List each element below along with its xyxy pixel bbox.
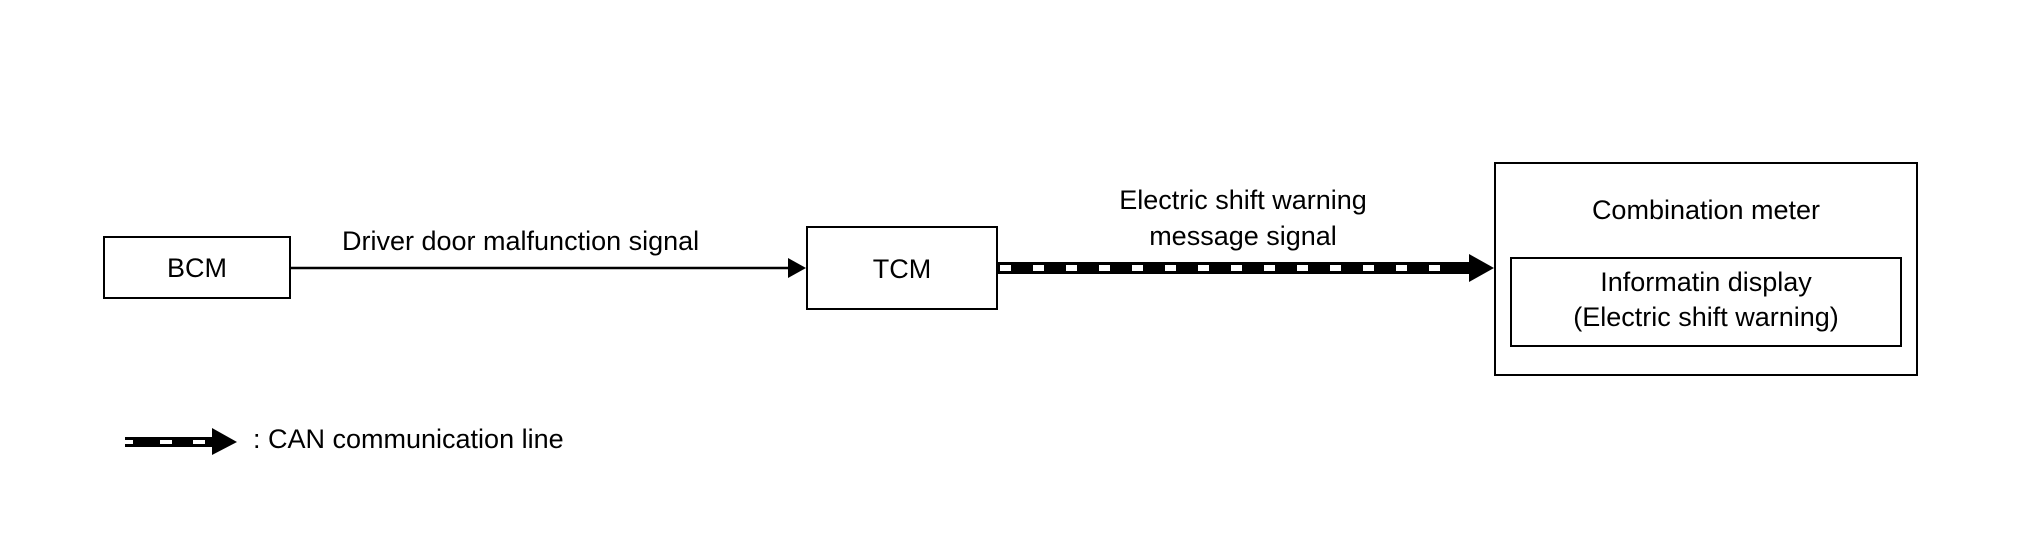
- combination-meter-box: Combination meter Informatin display (El…: [1494, 162, 1918, 376]
- legend-can-symbol: [125, 428, 237, 455]
- information-display-sublabel: (Electric shift warning): [1573, 302, 1839, 332]
- can-line-dash: [1297, 265, 1308, 271]
- can-line-dash: [1363, 265, 1374, 271]
- can-line-dash: [1198, 265, 1209, 271]
- legend-can-arrowhead: [212, 428, 237, 455]
- bcm-label: BCM: [167, 253, 227, 283]
- can-line-dash: [1099, 265, 1110, 271]
- can-line-dash: [1264, 265, 1275, 271]
- legend-can-dash: [193, 440, 205, 444]
- can-line-dash: [1000, 265, 1011, 271]
- can-line-dash: [1231, 265, 1242, 271]
- can-line-dash: [1066, 265, 1077, 271]
- tcm-box: TCM: [806, 226, 998, 310]
- legend-text: : CAN communication line: [253, 424, 564, 454]
- can-line-dash: [1033, 265, 1044, 271]
- information-display-label: Informatin display: [1600, 267, 1812, 297]
- tcm-label: TCM: [872, 254, 932, 284]
- driver-door-signal-label: Driver door malfunction signal: [342, 226, 700, 256]
- can-line-dashes: [1000, 265, 1440, 271]
- can-line-tcm-to-meter: [997, 254, 1494, 282]
- bcm-to-tcm-arrowhead: [788, 258, 806, 278]
- can-line-arrowhead: [1469, 254, 1494, 282]
- can-line-dash: [1396, 265, 1407, 271]
- can-line-dash: [1165, 265, 1176, 271]
- legend-can-dash: [160, 440, 172, 444]
- information-display-box: Informatin display (Electric shift warni…: [1510, 257, 1902, 347]
- combination-meter-label: Combination meter: [1591, 195, 1821, 225]
- electric-shift-signal-label-line2: message signal: [1149, 221, 1337, 251]
- can-line-dash: [1429, 265, 1440, 271]
- electric-shift-signal-label-line1: Electric shift warning: [1119, 185, 1367, 215]
- can-line-dash: [1330, 265, 1341, 271]
- legend-can-dash: [125, 440, 133, 444]
- can-line-dash: [1132, 265, 1143, 271]
- bcm-box: BCM: [103, 236, 291, 299]
